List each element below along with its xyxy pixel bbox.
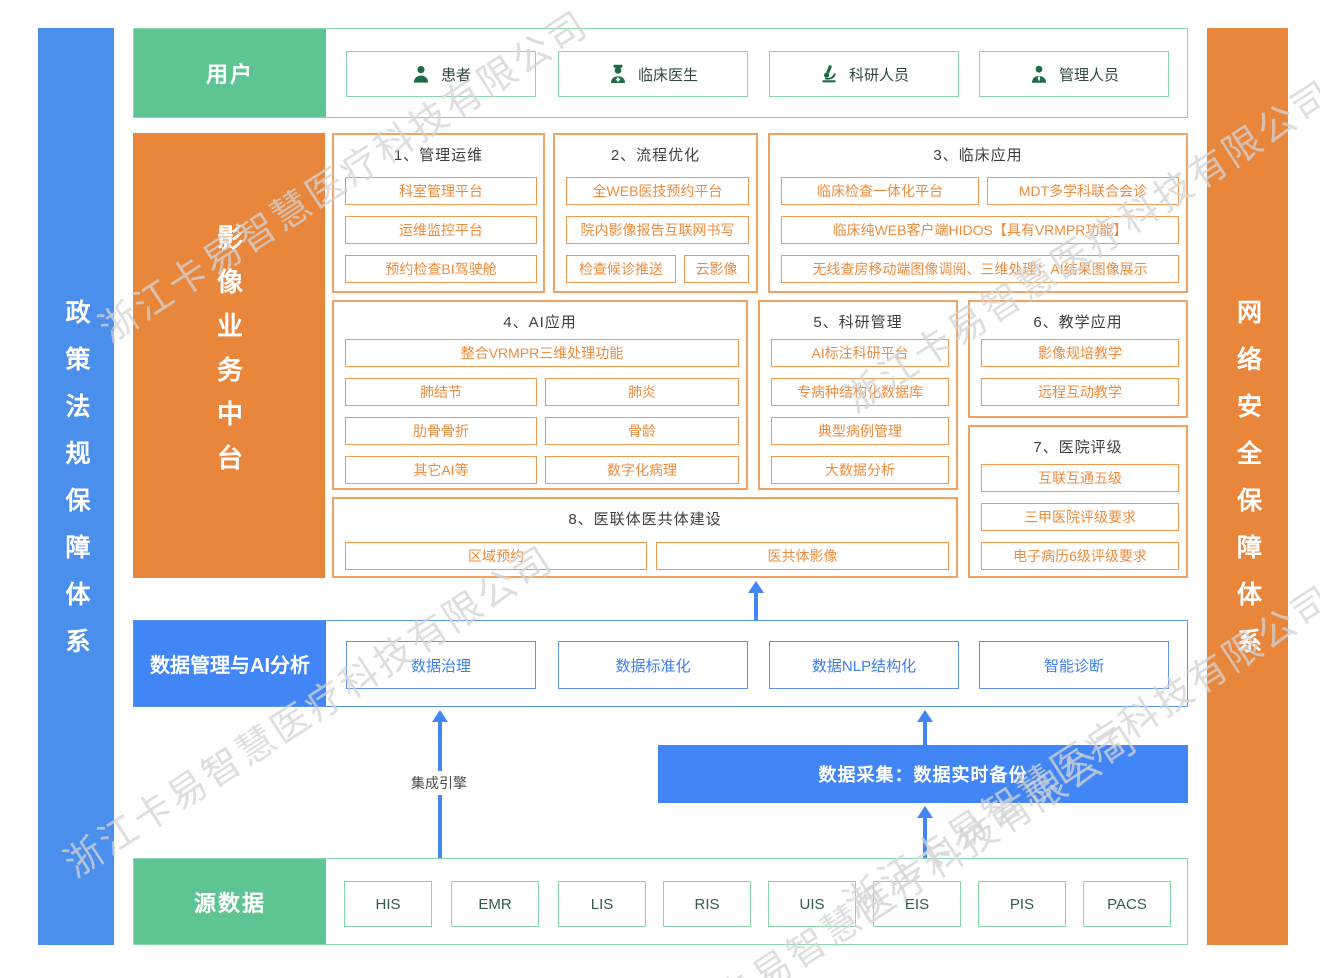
- source-emr-box: EMR: [451, 881, 539, 927]
- item-other-ai: 其它AI等: [345, 456, 537, 484]
- item-web-booking: 全WEB医技预约平台: [566, 177, 749, 205]
- integration-engine-label: 集成引擎: [406, 771, 472, 795]
- user-patient-label: 患者: [440, 66, 471, 84]
- section-teaching-app: 6、教学应用 影像规培教学 远程互动教学: [968, 300, 1188, 418]
- manager-icon: [1029, 64, 1049, 84]
- data-mgmt-row: 数据管理与AI分析 数据治理 数据标准化 数据NLP结构化 智能诊断: [133, 620, 1188, 707]
- item-data-governance: 数据治理: [346, 641, 536, 689]
- data-collect-bar: 数据采集：数据实时备份: [658, 745, 1188, 803]
- item-mobile-rounds: 无线查房移动端图像调阅、三维处理；AI结果图像展示: [781, 255, 1179, 283]
- item-web-client-hidos: 临床纯WEB客户端HIDOS【具有VRMPR功能】: [781, 216, 1179, 244]
- user-doctor-label: 临床医生: [637, 66, 698, 84]
- item-remote-teaching: 远程互动教学: [981, 378, 1179, 406]
- user-manager-label: 管理人员: [1058, 66, 1119, 84]
- item-regional-booking: 区域预约: [345, 542, 647, 570]
- item-report-writing: 院内影像报告互联网书写: [566, 216, 749, 244]
- users-row: 用户 患者 临床医生 科研人员 管理人员: [133, 28, 1188, 118]
- item-queue-push: 检查候诊推送: [566, 255, 676, 283]
- item-dept-mgmt-platform: 科室管理平台: [345, 177, 537, 205]
- source-data-row: 源数据 HIS EMR LIS RIS UIS EIS PIS PACS: [133, 858, 1188, 945]
- item-bigdata-analysis: 大数据分析: [771, 456, 949, 484]
- source-eis-box: EIS: [873, 881, 961, 927]
- arrow-datamgmt-to-imaging: [748, 581, 764, 620]
- data-mgmt-row-label: 数据管理与AI分析: [134, 621, 326, 706]
- network-security-label: 网络安全保障体系: [1233, 298, 1262, 675]
- imaging-platform-label-box: 影像业务中台: [133, 133, 325, 578]
- section-medical-alliance-title: 8、医联体医共体建设: [568, 511, 722, 528]
- policy-regulation-label: 政策法规保障体系: [62, 298, 90, 675]
- user-researcher-label: 科研人员: [848, 66, 909, 84]
- policy-regulation-bar: 政策法规保障体系: [38, 28, 114, 945]
- source-data-row-label: 源数据: [134, 859, 326, 944]
- section-ai-app: 4、AI应用 整合VRMPR三维处理功能 肺结节 肺炎 肋骨骨折 骨龄 其它AI…: [332, 300, 748, 490]
- section-ai-app-title: 4、AI应用: [503, 314, 577, 331]
- item-alliance-imaging: 医共体影像: [656, 542, 949, 570]
- section-hospital-rating: 7、医院评级 互联互通五级 三甲医院评级要求 电子病历6级评级要求: [968, 425, 1188, 578]
- section-mgmt-ops-title: 1、管理运维: [393, 147, 484, 164]
- item-vrmpr-3d: 整合VRMPR三维处理功能: [345, 339, 739, 367]
- user-manager-box: 管理人员: [979, 51, 1169, 97]
- item-cloud-imaging: 云影像: [684, 255, 749, 283]
- source-ris-box: RIS: [663, 881, 751, 927]
- item-rib-fracture: 肋骨骨折: [345, 417, 537, 445]
- source-pacs-box: PACS: [1083, 881, 1171, 927]
- section-process-opt: 2、流程优化 全WEB医技预约平台 院内影像报告互联网书写 检查候诊推送 云影像: [553, 133, 758, 293]
- item-data-nlp: 数据NLP结构化: [769, 641, 959, 689]
- item-ai-annotation: AI标注科研平台: [771, 339, 949, 367]
- imaging-platform-label: 影像业务中台: [213, 223, 244, 488]
- item-bi-cockpit: 预约检查BI驾驶舱: [345, 255, 537, 283]
- item-mdt-consult: MDT多学科联合会诊: [987, 177, 1179, 205]
- arrow-collect-to-datamgmt: [917, 710, 933, 745]
- source-uis-box: UIS: [768, 881, 856, 927]
- item-ops-monitor-platform: 运维监控平台: [345, 216, 537, 244]
- microscope-icon: [819, 64, 839, 84]
- users-row-label: 用户: [134, 29, 326, 117]
- item-smart-diagnosis: 智能诊断: [979, 641, 1169, 689]
- item-digital-pathology: 数字化病理: [545, 456, 739, 484]
- item-clinical-exam-platform: 临床检查一体化平台: [781, 177, 979, 205]
- item-data-standardization: 数据标准化: [558, 641, 748, 689]
- item-grade3a-requirement: 三甲医院评级要求: [981, 503, 1179, 531]
- source-lis-box: LIS: [558, 881, 646, 927]
- user-patient-box: 患者: [346, 51, 536, 97]
- section-process-opt-title: 2、流程优化: [610, 147, 701, 164]
- doctor-icon: [608, 64, 628, 84]
- patient-icon: [411, 64, 431, 84]
- section-teaching-app-title: 6、教学应用: [1033, 314, 1123, 331]
- arrow-source-to-collect: [917, 806, 933, 858]
- section-mgmt-ops: 1、管理运维 科室管理平台 运维监控平台 预约检查BI驾驶舱: [332, 133, 545, 293]
- section-medical-alliance: 8、医联体医共体建设 区域预约 医共体影像: [332, 497, 958, 578]
- user-researcher-box: 科研人员: [769, 51, 959, 97]
- item-training-teaching: 影像规培教学: [981, 339, 1179, 367]
- item-bone-age: 骨龄: [545, 417, 739, 445]
- source-pis-box: PIS: [978, 881, 1066, 927]
- source-his-box: HIS: [344, 881, 432, 927]
- section-research-mgmt: 5、科研管理 AI标注科研平台 专病种结构化数据库 典型病例管理 大数据分析: [758, 300, 958, 490]
- item-disease-db: 专病种结构化数据库: [771, 378, 949, 406]
- item-interconnect-level5: 互联互通五级: [981, 464, 1179, 492]
- section-hospital-rating-title: 7、医院评级: [1033, 439, 1123, 456]
- user-doctor-box: 临床医生: [558, 51, 748, 97]
- item-case-mgmt: 典型病例管理: [771, 417, 949, 445]
- watermark: 浙江卡易智慧医疗科技有限公司: [57, 538, 562, 887]
- section-research-mgmt-title: 5、科研管理: [813, 314, 903, 331]
- network-security-bar: 网络安全保障体系: [1207, 28, 1288, 945]
- section-clinical-app-title: 3、临床应用: [933, 147, 1023, 164]
- item-emr-level6: 电子病历6级评级要求: [981, 542, 1179, 570]
- item-lung-nodule: 肺结节: [345, 378, 537, 406]
- section-clinical-app: 3、临床应用 临床检查一体化平台 MDT多学科联合会诊 临床纯WEB客户端HID…: [768, 133, 1188, 293]
- item-pneumonia: 肺炎: [545, 378, 739, 406]
